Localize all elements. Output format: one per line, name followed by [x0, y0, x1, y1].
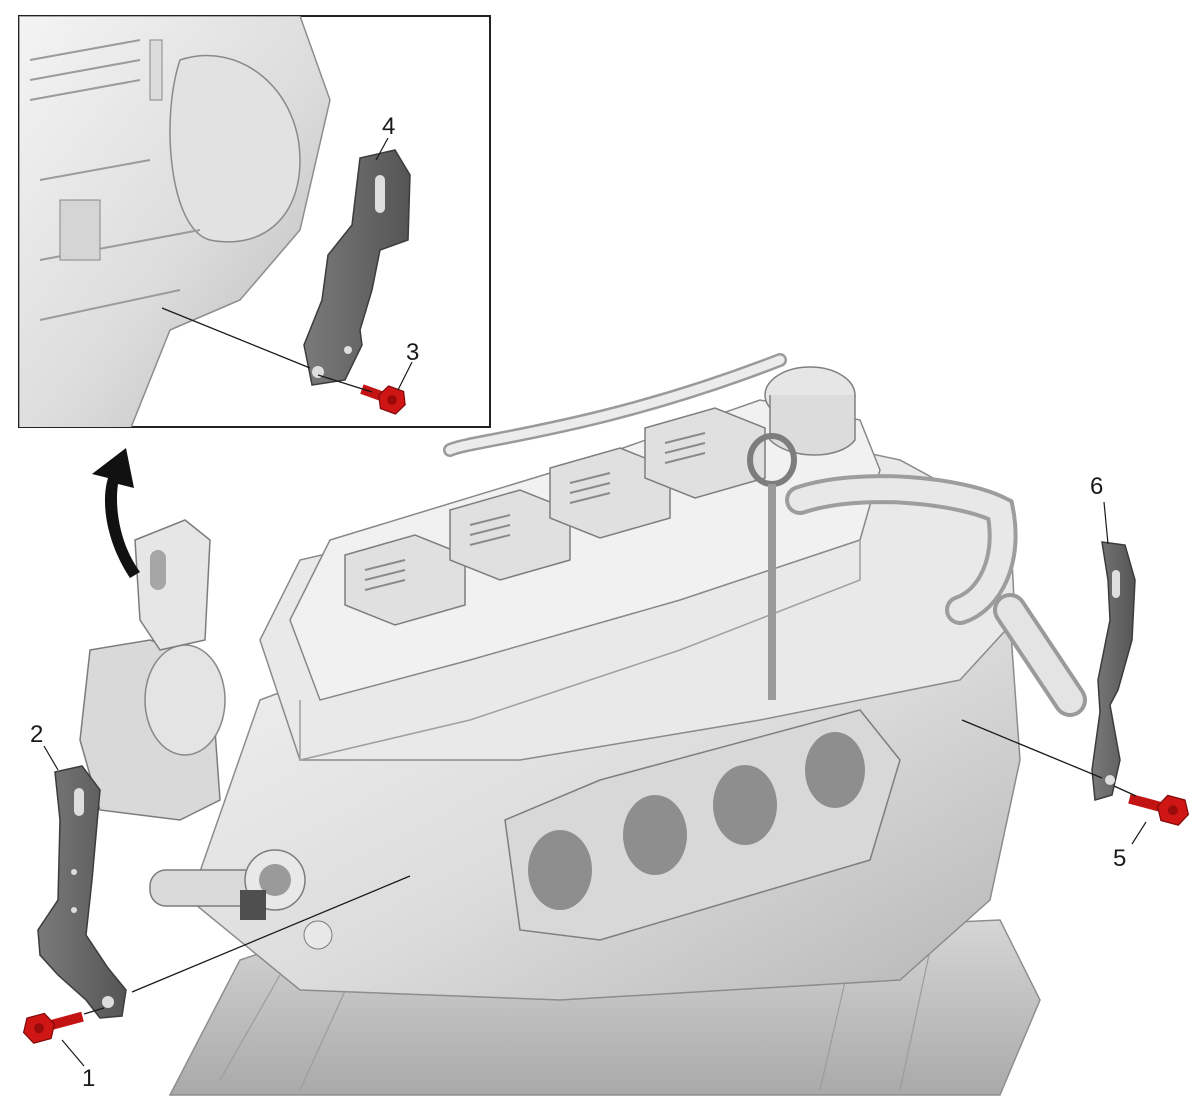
engine-assembly	[79, 353, 1087, 1096]
detail-inset: 4 3	[18, 15, 491, 428]
exhaust-manifold-gasket	[504, 709, 901, 941]
callout-6: 6	[1090, 473, 1103, 500]
callout-1: 1	[82, 1065, 95, 1092]
oil-filler-cap	[764, 366, 856, 456]
callout-5: 5	[1113, 845, 1126, 872]
callout-2: 2	[30, 721, 43, 748]
callout-3: 3	[406, 339, 419, 366]
callout-4: 4	[382, 113, 395, 140]
bolt-1	[22, 1011, 84, 1044]
bracket-2	[37, 765, 127, 1019]
bolt-5	[1128, 793, 1190, 826]
bracket-6	[1091, 541, 1136, 801]
ignition-coils	[344, 407, 766, 626]
vacuum-pump	[79, 639, 226, 821]
bolt-3	[360, 384, 406, 415]
view-arrow	[92, 448, 140, 578]
bracket-4	[303, 149, 411, 386]
